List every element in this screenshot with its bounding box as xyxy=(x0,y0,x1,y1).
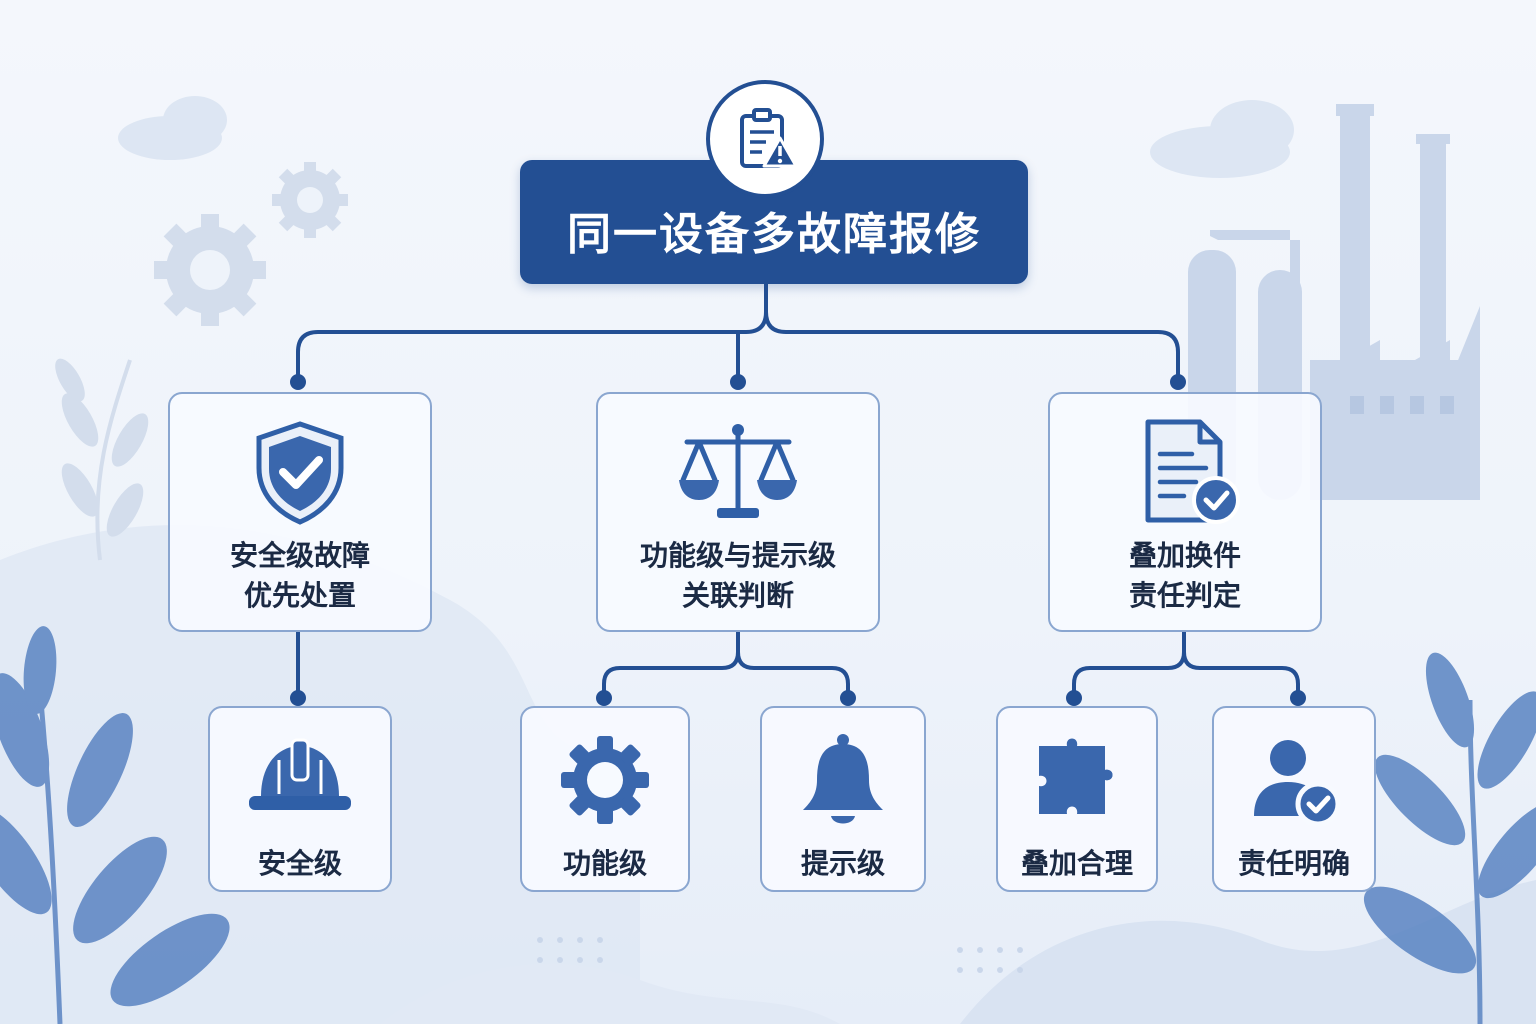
card-label-line1: 安全级故障 xyxy=(229,539,370,572)
user-check-icon xyxy=(1214,730,1374,830)
balance-scale-icon xyxy=(598,416,878,526)
card-label-line1: 功能级与提示级 xyxy=(639,539,836,572)
card-prompt-level: 提示级 xyxy=(760,706,926,892)
shield-check-icon xyxy=(170,416,430,526)
card-label-line2: 责任判定 xyxy=(1128,579,1241,612)
gear-icon xyxy=(522,730,688,830)
diagram-title: 同一设备多故障报修 xyxy=(567,209,981,260)
background-plant-right xyxy=(1363,652,1536,1024)
card-label: 功能级与提示级 关联判断 xyxy=(598,536,878,616)
card-label: 责任明确 xyxy=(1237,847,1350,880)
bell-icon xyxy=(762,730,924,830)
card-label: 安全级 xyxy=(257,847,342,880)
card-clear-responsibility: 责任明确 xyxy=(1212,706,1376,892)
document-check-icon xyxy=(1050,416,1320,526)
clipboard-warning-icon xyxy=(706,80,824,198)
card-label: 叠加合理 xyxy=(1020,847,1133,880)
background-factory-icon xyxy=(1188,104,1480,500)
card-label-line2: 优先处置 xyxy=(243,579,356,612)
puzzle-icon xyxy=(998,730,1156,830)
card-label-line1: 叠加换件 xyxy=(1128,539,1241,572)
background-gear-icon xyxy=(154,162,348,326)
card-label: 叠加换件 责任判定 xyxy=(1050,536,1320,616)
card-label: 提示级 xyxy=(800,847,885,880)
card-stack-reasonable: 叠加合理 xyxy=(996,706,1158,892)
card-stacked-responsibility: 叠加换件 责任判定 xyxy=(1048,392,1322,632)
background-plant-left xyxy=(0,626,230,1024)
card-label-line2: 关联判断 xyxy=(681,579,794,612)
card-function-prompt: 功能级与提示级 关联判断 xyxy=(596,392,880,632)
card-safety-priority: 安全级故障 优先处置 xyxy=(168,392,432,632)
card-function-level: 功能级 xyxy=(520,706,690,892)
title-box: 同一设备多故障报修 xyxy=(520,160,1028,284)
card-label: 功能级 xyxy=(562,847,647,880)
card-label: 安全级故障 优先处置 xyxy=(170,536,430,616)
hard-hat-icon xyxy=(210,730,390,820)
card-safety-level: 安全级 xyxy=(208,706,392,892)
